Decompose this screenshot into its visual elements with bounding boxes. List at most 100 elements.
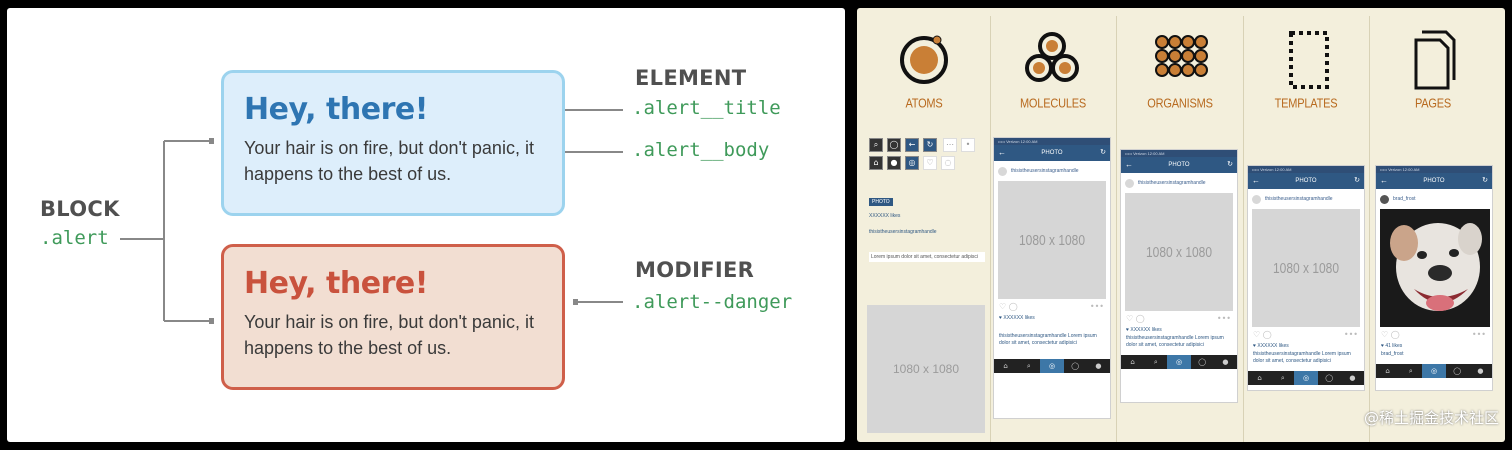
organism-icon: [1155, 35, 1208, 77]
pages-phone: ••••• Verizon 12:00 AM ←PHOTO↻ brad_fros…: [1375, 165, 1493, 391]
home-icon: ⌂: [1257, 374, 1262, 382]
search-icon: ⌕: [1408, 367, 1413, 375]
search-icon: ⌕: [1280, 374, 1285, 382]
page-icon: [1414, 30, 1456, 90]
back-arrow-icon: ←: [905, 138, 919, 152]
element-caption: ELEMENT: [635, 66, 747, 90]
camera-icon: ◎: [1294, 371, 1318, 385]
home-icon: ⌂: [869, 156, 883, 170]
stage-label-pages: PAGES: [1414, 96, 1452, 112]
status-bar: ••••• Verizon 12:00 AM: [1376, 166, 1492, 173]
alert-info-body: Your hair is on fire, but don't panic, i…: [244, 138, 534, 184]
photo-placeholder: 1080 x 1080: [1125, 193, 1233, 311]
home-icon: ⌂: [1130, 358, 1135, 366]
element-body-code: .alert__body: [632, 139, 770, 161]
alert-info-title: Hey, there!: [244, 92, 428, 127]
user-icon: ●: [1477, 367, 1484, 375]
alert-danger-title: Hey, there!: [244, 266, 428, 301]
action-row: ♡ ◯•••: [1126, 314, 1231, 323]
tab-bar: ⌂ ⌕ ◎ ◯ ●: [994, 359, 1110, 373]
molecule-icon: [1025, 32, 1079, 82]
search-icon: ⌕: [869, 138, 883, 152]
action-row: ♡ ◯•••: [999, 302, 1104, 311]
templates-phone: ••••• Verizon 12:00 AM ←PHOTO↻ thisisthe…: [1247, 165, 1365, 391]
comment-icon: ◯: [887, 138, 901, 152]
modifier-caption: MODIFIER: [635, 258, 755, 282]
user-icon: ●: [887, 156, 901, 170]
chat-icon: ◯: [1071, 362, 1080, 370]
refresh-icon: ↻: [923, 138, 937, 152]
nav-bar: ←PHOTO↻: [1376, 173, 1492, 189]
refresh-icon: ↻: [1227, 161, 1233, 168]
back-arrow-icon: ←: [998, 148, 1006, 157]
action-row: ♡ ◯•••: [1253, 330, 1358, 339]
template-icon: [1289, 31, 1329, 89]
column-divider: [1243, 16, 1244, 442]
stage-label-atoms: ATOMS: [905, 96, 943, 112]
home-icon: ⌂: [1003, 362, 1008, 370]
camera-icon: ◎: [905, 156, 919, 170]
search-icon: ⌕: [1026, 362, 1031, 370]
back-arrow-icon: ←: [1125, 160, 1133, 169]
user-row: thisisthe​usersinstagramhandle: [994, 161, 1110, 181]
chat-icon: ◯: [1453, 367, 1462, 375]
back-arrow-icon: ←: [1252, 176, 1260, 185]
nav-bar: ←PHOTO↻: [1248, 173, 1364, 189]
atomic-design-panel: ATOMS MOLECULES ORGANISMS TEMPLATES PAGE…: [857, 8, 1505, 442]
user-row: thisisthe​usersinstagramhandle: [1121, 173, 1237, 193]
photo-placeholder: 1080 x 1080: [1252, 209, 1360, 327]
nav-bar: ←PHOTO↻: [994, 145, 1110, 161]
atom-handle: thisisthe​usersinstagramhandle: [869, 229, 937, 235]
tab-bar: ⌂ ⌕ ◎ ◯ ●: [1121, 355, 1237, 369]
likes-text: ♥ XXXXXX likes: [1126, 327, 1162, 333]
column-divider: [1116, 16, 1117, 442]
status-bar: ••••• Verizon 12:00 AM: [1248, 166, 1364, 173]
column-divider: [990, 16, 991, 442]
molecules-phone: ••••• Verizon 12:00 AM ←PHOTO↻ thisisthe…: [993, 137, 1111, 419]
caption-text: brad_frost: [1381, 351, 1404, 357]
caption-text: thisisthe​usersinstagramhandle Lorem ips…: [999, 333, 1097, 346]
caption-text: thisisthe​usersinstagramhandle Lorem ips…: [1126, 335, 1224, 348]
avatar: [1380, 194, 1389, 204]
refresh-icon: ↻: [1482, 177, 1488, 184]
modifier-code: .alert--danger: [632, 291, 793, 313]
tab-bar: ⌂ ⌕ ◎ ◯ ●: [1376, 364, 1492, 378]
column-divider: [1369, 16, 1370, 442]
more-icon: ⋯: [943, 138, 957, 152]
user-icon: ●: [1095, 362, 1102, 370]
camera-icon: ◎: [1040, 359, 1064, 373]
user-icon: ●: [1222, 358, 1229, 366]
heart-icon: ♡: [923, 156, 937, 170]
chat-icon: ◯: [1198, 358, 1207, 366]
block-code: .alert: [40, 227, 109, 249]
refresh-icon: ↻: [1100, 149, 1106, 156]
likes-text: ♥ 41 likes: [1381, 343, 1403, 349]
chat-icon: ◯: [1325, 374, 1334, 382]
alert-danger-box: Hey, there! Your hair is on fire, but do…: [221, 244, 565, 390]
user-row: thisisthe​usersinstagramhandle: [1248, 189, 1364, 209]
user-row: brad_frost: [1376, 189, 1492, 209]
alert-info-box: Hey, there! Your hair is on fire, but do…: [221, 70, 565, 216]
camera-icon: ◎: [1167, 355, 1191, 369]
likes-text: ♥ XXXXXX likes: [999, 315, 1035, 321]
action-row: ♡ ◯•••: [1381, 330, 1486, 339]
organisms-phone: ••••• Verizon 12:00 AM ←PHOTO↻ thisisthe…: [1120, 149, 1238, 403]
alert-danger-body: Your hair is on fire, but don't panic, i…: [244, 312, 534, 358]
avatar: [1125, 178, 1134, 188]
element-title-code: .alert__title: [632, 97, 781, 119]
atom-lorem: Lorem ipsum dolor sit amet, consectetur …: [869, 252, 985, 262]
atom-photo-label: PHOTO: [869, 198, 893, 206]
camera-icon: ◎: [1422, 364, 1446, 378]
status-bar: ••••• Verizon 12:00 AM: [994, 138, 1110, 145]
user-icon: ●: [1349, 374, 1356, 382]
refresh-icon: ↻: [1354, 177, 1360, 184]
watermark: @稀土掘金技术社区: [1363, 409, 1499, 427]
search-icon: ⌕: [1153, 358, 1158, 366]
stage-label-organisms: ORGANISMS: [1147, 96, 1213, 112]
likes-text: ♥ XXXXXX likes: [1253, 343, 1289, 349]
avatar: [1252, 194, 1261, 204]
caption-text: thisisthe​usersinstagramhandle Lorem ips…: [1253, 351, 1351, 364]
block-caption: BLOCK: [40, 197, 120, 221]
stage-label-templates: TEMPLATES: [1274, 96, 1338, 112]
home-icon: ⌂: [1385, 367, 1390, 375]
